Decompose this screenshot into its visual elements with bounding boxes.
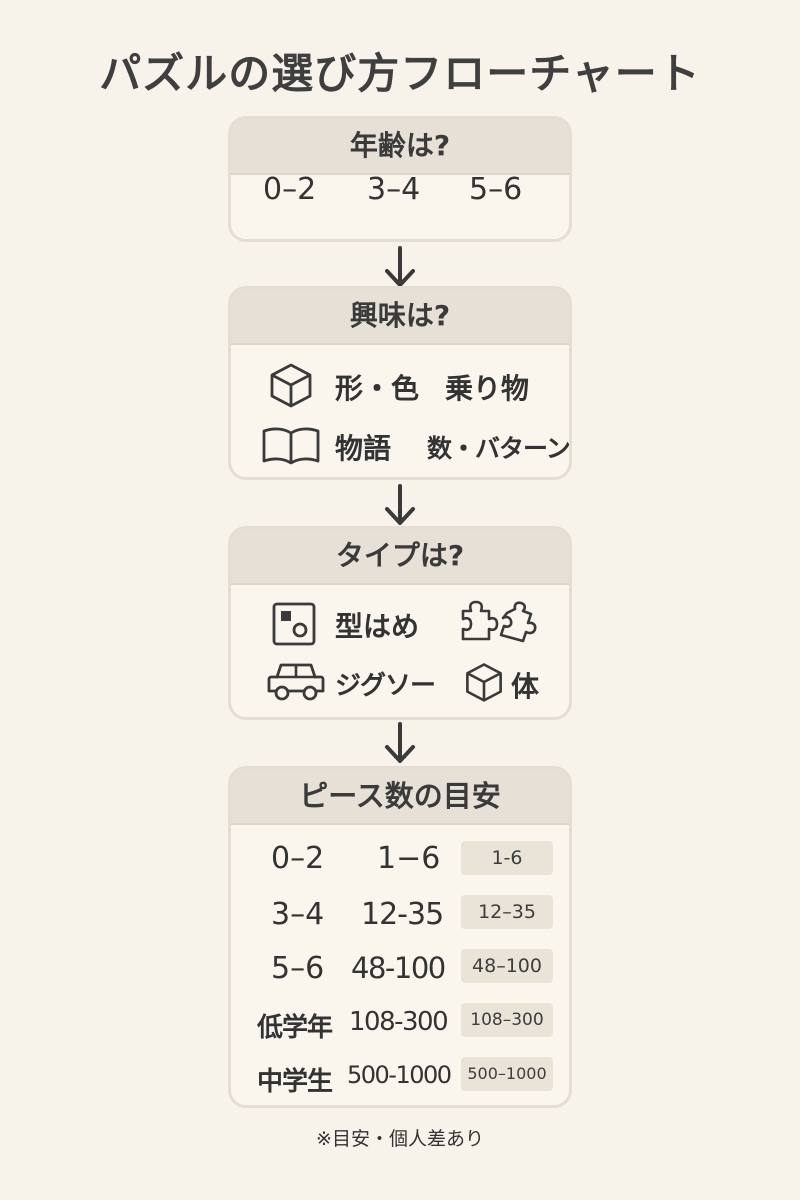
interest-card-heading: 興味は?	[231, 289, 569, 345]
cube-icon	[270, 363, 312, 408]
arrow-down-icon	[385, 246, 415, 287]
arrow-down-icon	[385, 722, 415, 763]
type-3d[interactable]: 体	[511, 670, 540, 703]
pieces-count: 108-300	[349, 1007, 449, 1037]
book-icon	[262, 427, 320, 465]
pieces-card-heading: ピース数の目安	[231, 769, 569, 825]
pieces-count: 500-1000	[347, 1061, 452, 1089]
pieces-count: 1−6	[377, 841, 441, 876]
car-icon	[267, 663, 325, 701]
page-title: パズルの選び方フローチャート	[99, 49, 701, 98]
interest-card: 興味は? 形・色 乗り物 物語 数・バターン	[228, 286, 572, 480]
pieces-tag: 48–100	[461, 949, 553, 983]
type-shape-sorter[interactable]: 型はめ	[335, 610, 420, 643]
pieces-tag: 12–35	[461, 895, 553, 929]
footnote: ※目安・個人差あり	[316, 1128, 484, 1150]
pieces-age: 中学生	[257, 1067, 333, 1097]
pieces-count: 12-35	[361, 897, 444, 932]
type-jigsaw[interactable]: ジグソー	[335, 671, 436, 701]
interest-shape-color[interactable]: 形・色	[335, 372, 420, 405]
type-card-heading: タイプは?	[231, 529, 569, 585]
pieces-age: 低学年	[257, 1013, 333, 1043]
puzzle-pieces-icon	[461, 600, 537, 643]
shape-sorter-icon	[272, 602, 316, 646]
pieces-card: ピース数の目安 0–2 1−6 1-6 3–4 12-35 12–35 5–6 …	[228, 766, 572, 1108]
pieces-age: 5–6	[271, 951, 325, 986]
pieces-tag: 1-6	[461, 841, 553, 875]
age-option[interactable]: 0–2	[263, 171, 317, 207]
arrow-down-icon	[385, 484, 415, 525]
interest-vehicles[interactable]: 乗り物	[445, 372, 530, 405]
pieces-count: 48-100	[351, 951, 446, 985]
type-card: タイプは? 型はめ ジグソー 体	[228, 526, 572, 720]
pieces-tag: 500–1000	[461, 1057, 553, 1091]
interest-numbers-patterns[interactable]: 数・バターン	[427, 434, 570, 463]
age-card: 年齢は? 0–2 3–4 5–6	[228, 116, 572, 242]
interest-story[interactable]: 物語	[335, 432, 392, 465]
cube-icon	[466, 663, 502, 702]
pieces-age: 3–4	[271, 897, 325, 932]
age-option[interactable]: 5–6	[469, 171, 523, 207]
age-card-heading: 年齢は?	[231, 119, 569, 175]
pieces-age: 0–2	[271, 841, 325, 876]
age-option[interactable]: 3–4	[367, 171, 421, 207]
pieces-tag: 108–300	[461, 1003, 553, 1037]
